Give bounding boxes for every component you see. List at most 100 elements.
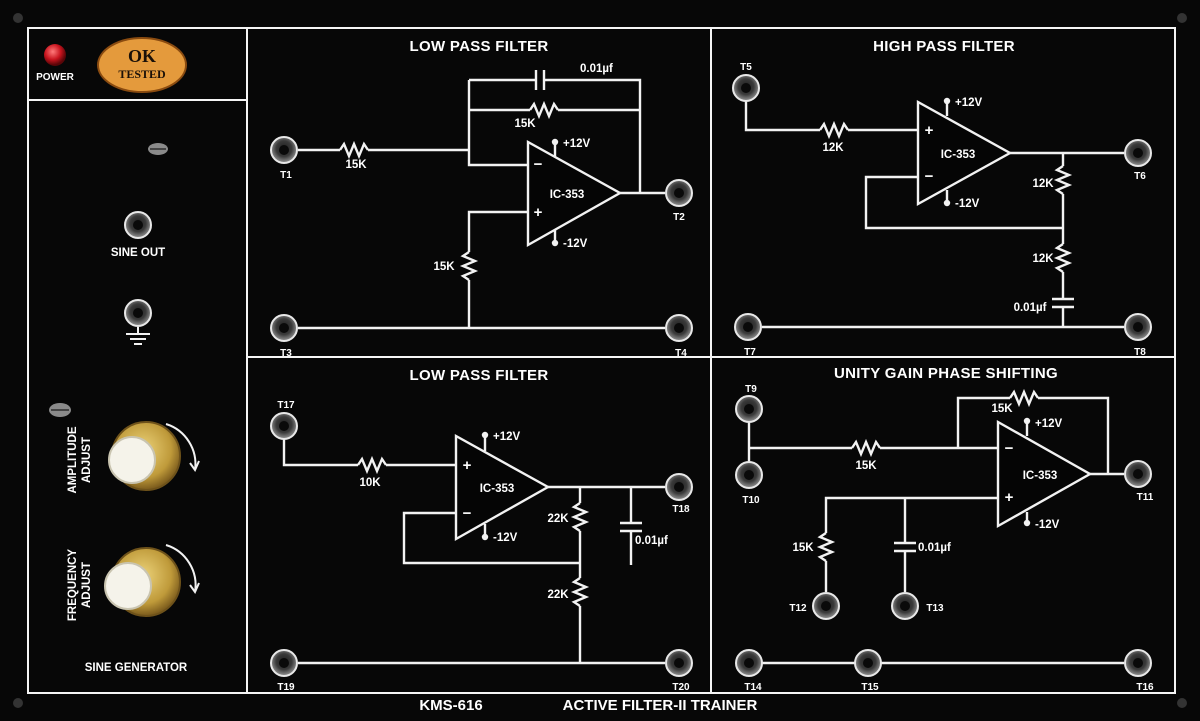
terminal-t8[interactable] — [1124, 313, 1152, 341]
hp-opamp-label: IC-353 — [941, 149, 976, 161]
ground-jack[interactable] — [124, 299, 152, 327]
lp2-r-top-label: 22K — [547, 513, 569, 525]
t9-label: T9 — [745, 384, 757, 395]
hp-cap-label: 0.01µf — [1014, 302, 1047, 314]
screw-icon — [1177, 698, 1187, 708]
t13-label: T13 — [926, 603, 944, 614]
ps-r-input-label: 15K — [855, 460, 877, 472]
terminal-t12[interactable] — [812, 592, 840, 620]
sine-out-jack[interactable] — [124, 211, 152, 239]
amplitude-label-2: ADJUST — [81, 437, 93, 483]
lp2-opamp-label: IC-353 — [480, 483, 515, 495]
lp2-r-input-label: 10K — [359, 477, 381, 489]
screw-icon — [13, 698, 23, 708]
ps-vneg-label: -12V — [1035, 519, 1060, 531]
lp1-r-ground-label: 15K — [433, 261, 455, 273]
frequency-label-2: ADJUST — [81, 562, 93, 608]
terminal-t9[interactable] — [735, 395, 763, 423]
lp1-minus-label: − — [534, 156, 543, 173]
terminal-t13[interactable] — [891, 592, 919, 620]
hp-vneg-label: -12V — [955, 198, 980, 210]
t8-label: T8 — [1134, 347, 1146, 358]
power-led-icon — [44, 44, 66, 66]
ps-vpos-label: +12V — [1035, 418, 1063, 430]
terminal-t2[interactable] — [665, 179, 693, 207]
lp2-minus-label: − — [463, 505, 472, 522]
ps-r-ground-label: 15K — [792, 542, 814, 554]
screw-icon — [13, 13, 23, 23]
terminal-t14[interactable] — [735, 649, 763, 677]
terminal-t20[interactable] — [665, 649, 693, 677]
power-indicator: POWER — [36, 44, 75, 83]
t3-label: T3 — [280, 348, 292, 359]
t6-label: T6 — [1134, 171, 1146, 182]
t14-label: T14 — [744, 682, 762, 693]
t18-label: T18 — [672, 504, 690, 515]
low-pass-filter-1: LOW PASS FILTER 0.01µf 15K 15K 15K IC-35… — [270, 38, 693, 359]
lp1-opamp-label: IC-353 — [550, 189, 585, 201]
low-pass-2-title: LOW PASS FILTER — [410, 367, 549, 384]
t4-label: T4 — [675, 348, 687, 359]
terminal-t15[interactable] — [854, 649, 882, 677]
ok-badge-line2: TESTED — [118, 67, 166, 81]
low-pass-filter-2: LOW PASS FILTER 10K 22K 22K 0.01µf IC-35… — [270, 367, 693, 693]
lp2-cap-label: 0.01µf — [635, 535, 668, 547]
high-pass-title: HIGH PASS FILTER — [873, 38, 1015, 55]
frequency-label-1: FREQUENCY — [67, 549, 79, 622]
panel-frame — [27, 27, 1176, 694]
terminal-t5[interactable] — [732, 74, 760, 102]
ps-cap-label: 0.01µf — [918, 542, 951, 554]
lp2-plus-label: + — [463, 457, 472, 474]
ok-tested-badge: OK TESTED — [97, 37, 187, 93]
screw-icon — [1177, 13, 1187, 23]
terminal-t10[interactable] — [735, 461, 763, 489]
terminal-t4[interactable] — [665, 314, 693, 342]
terminal-t17[interactable] — [270, 412, 298, 440]
terminal-t3[interactable] — [270, 314, 298, 342]
t17-label: T17 — [277, 400, 295, 411]
lp1-plus-label: + — [534, 204, 543, 221]
t11-label: T11 — [1137, 492, 1154, 503]
ps-opamp-label: IC-353 — [1023, 470, 1058, 482]
lp1-vpos-label: +12V — [563, 138, 591, 150]
amplitude-knob[interactable] — [108, 421, 200, 491]
unity-gain-phase-shifting: UNITY GAIN PHASE SHIFTING 15K 15K 15K 0.… — [735, 365, 1154, 693]
ps-r-feedback-label: 15K — [991, 403, 1013, 415]
low-pass-1-title: LOW PASS FILTER — [410, 38, 549, 55]
screw-icon — [49, 403, 71, 417]
t16-label: T16 — [1136, 682, 1154, 693]
t15-label: T15 — [861, 682, 879, 693]
hp-minus-label: − — [925, 168, 934, 185]
power-label: POWER — [36, 72, 75, 83]
phase-shift-title: UNITY GAIN PHASE SHIFTING — [834, 365, 1058, 382]
t20-label: T20 — [672, 682, 690, 693]
ground-icon — [126, 327, 150, 345]
terminal-t18[interactable] — [665, 473, 693, 501]
high-pass-filter: HIGH PASS FILTER 12K 12K 12K 0.01µf IC-3… — [732, 38, 1152, 358]
hp-r-top-label: 12K — [1032, 178, 1054, 190]
terminal-t7[interactable] — [734, 313, 762, 341]
terminal-t6[interactable] — [1124, 139, 1152, 167]
t7-label: T7 — [744, 347, 756, 358]
terminal-t11[interactable] — [1124, 460, 1152, 488]
screw-icon — [148, 143, 168, 155]
hp-r-bottom-label: 12K — [1032, 253, 1054, 265]
terminal-t19[interactable] — [270, 649, 298, 677]
t10-label: T10 — [742, 495, 760, 506]
lp2-vneg-label: -12V — [493, 532, 518, 544]
ps-minus-label: − — [1005, 440, 1014, 457]
amplitude-label-1: AMPLITUDE — [67, 426, 79, 493]
lp1-r-feedback-label: 15K — [514, 118, 536, 130]
terminal-t1[interactable] — [270, 136, 298, 164]
frequency-knob[interactable] — [104, 544, 200, 617]
t1-label: T1 — [280, 170, 292, 181]
t2-label: T2 — [673, 212, 685, 223]
lp1-cap-label: 0.01µf — [580, 63, 613, 75]
sine-out-label: SINE OUT — [111, 247, 165, 259]
terminal-t16[interactable] — [1124, 649, 1152, 677]
sine-generator-label: SINE GENERATOR — [85, 662, 188, 674]
t19-label: T19 — [277, 682, 295, 693]
lp2-r-bottom-label: 22K — [547, 589, 569, 601]
footer-name: ACTIVE FILTER-II TRAINER — [563, 697, 758, 714]
